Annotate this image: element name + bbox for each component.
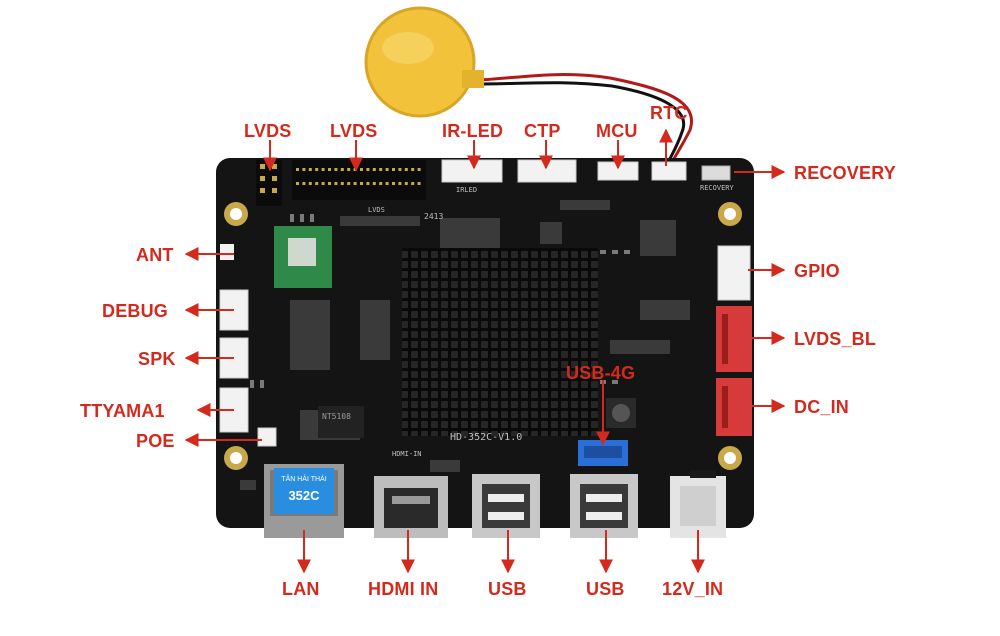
header-pin xyxy=(404,168,408,171)
badge-line2: 352C xyxy=(288,488,320,503)
usb-port-right xyxy=(570,474,638,538)
header-pin xyxy=(360,182,363,185)
poe-connector xyxy=(257,427,277,447)
header-pin xyxy=(328,182,331,185)
lan-port xyxy=(264,464,344,538)
header-pin xyxy=(411,182,415,185)
silk-hdmi: HDMI-IN xyxy=(392,450,422,458)
label-lan: LAN xyxy=(282,579,320,599)
header-pin xyxy=(328,168,331,171)
ant-connector xyxy=(220,244,234,260)
lvds-bl-connector xyxy=(716,306,752,372)
header-pin xyxy=(308,182,312,185)
header-pin xyxy=(321,168,325,171)
silk-irled: IRLED xyxy=(456,186,478,194)
chip-marking: NT5108 xyxy=(322,412,351,421)
header-pin xyxy=(385,182,389,185)
header-pin xyxy=(392,168,395,171)
header-pin xyxy=(302,182,306,185)
dc-in-connector xyxy=(716,378,752,436)
lvds-header-small xyxy=(256,160,282,206)
usb-port-left xyxy=(472,474,540,538)
header-pin xyxy=(315,182,319,185)
header-pin xyxy=(302,168,306,171)
header-pin xyxy=(385,168,389,171)
pcb xyxy=(216,158,754,538)
badge-line1: TÂN HẢI THÁI xyxy=(281,476,327,483)
header-pin xyxy=(296,182,299,185)
silk-recovery: RECOVERY xyxy=(700,184,734,192)
header-pin xyxy=(372,168,376,171)
label-debug: DEBUG xyxy=(102,301,169,321)
header-pin xyxy=(366,168,370,171)
header-pin xyxy=(404,182,408,185)
label-ant: ANT xyxy=(136,245,174,265)
header-pin xyxy=(398,168,402,171)
header-pin xyxy=(353,182,357,185)
label-ttyama1: TTYAMA1 xyxy=(80,401,165,421)
lvds-header-large xyxy=(292,160,426,200)
recovery-button xyxy=(701,165,731,181)
label-usb-left: USB xyxy=(488,579,527,599)
silk-2413: 2413 xyxy=(424,212,444,221)
label-recovery: RECOVERY xyxy=(794,163,896,183)
label-ir-led: IR-LED xyxy=(442,121,504,141)
header-pin xyxy=(360,168,363,171)
header-pin xyxy=(334,168,338,171)
gpio-connector xyxy=(717,245,751,301)
header-pin xyxy=(411,168,415,171)
label-lvds-right: LVDS xyxy=(330,121,378,141)
label-gpio: GPIO xyxy=(794,261,840,281)
label-12v-in: 12V_IN xyxy=(662,579,724,599)
label-poe: POE xyxy=(136,431,175,451)
label-ctp: CTP xyxy=(524,121,561,141)
hdmi-port xyxy=(374,476,448,538)
header-pin xyxy=(392,182,395,185)
header-pin xyxy=(334,182,338,185)
header-pin xyxy=(308,168,312,171)
header-pin xyxy=(347,182,351,185)
label-mcu: MCU xyxy=(596,121,638,141)
header-pin xyxy=(315,168,319,171)
irled-connector xyxy=(441,159,503,183)
silk-lvds: LVDS xyxy=(368,206,385,214)
label-rtc: RTC xyxy=(650,103,688,123)
header-pin xyxy=(417,168,421,171)
label-lvds-left: LVDS xyxy=(244,121,292,141)
label-hdmi-in: HDMI IN xyxy=(368,579,439,599)
header-pin xyxy=(340,168,344,171)
label-lvds-bl: LVDS_BL xyxy=(794,329,877,349)
heatsink xyxy=(402,248,598,436)
header-pin xyxy=(347,168,351,171)
header-pin xyxy=(372,182,376,185)
dc-jack xyxy=(670,470,726,538)
header-pin xyxy=(296,168,299,171)
header-pin xyxy=(340,182,344,185)
header-pin xyxy=(321,182,325,185)
label-usb-4g: USB-4G xyxy=(566,363,636,383)
rtc-connector xyxy=(651,161,687,181)
label-usb-right: USB xyxy=(586,579,625,599)
silk-model: HD-352C-V1.0 xyxy=(450,432,523,443)
header-pin xyxy=(366,182,370,185)
header-pin xyxy=(398,182,402,185)
header-pin xyxy=(379,182,383,185)
label-spk: SPK xyxy=(138,349,176,369)
callout-arrows xyxy=(184,128,786,574)
header-pin xyxy=(417,182,421,185)
rtc-battery xyxy=(364,6,693,169)
header-pin xyxy=(379,168,383,171)
label-dc-in: DC_IN xyxy=(794,397,850,417)
